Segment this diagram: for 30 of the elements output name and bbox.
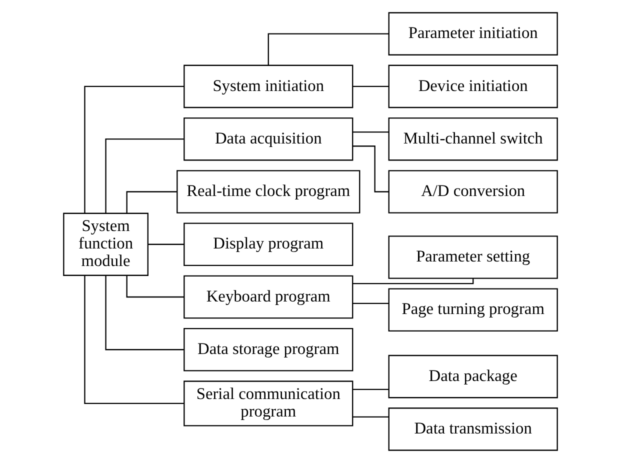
connector [352,302,388,304]
node-box: System function module [62,212,148,276]
connector [126,276,184,298]
connector [352,86,388,88]
node-box: System initiation [183,64,353,108]
connector [148,244,184,245]
connector [126,191,176,214]
node-box: Real-time clock program [176,170,360,214]
connector [104,275,184,350]
node-box: Multi-channel switch [388,117,558,161]
connector [104,138,184,214]
node-box: Serial communication program [183,380,353,426]
node-box: Page turning program [388,288,558,332]
node-box: Parameter initiation [388,12,558,56]
connector [84,275,184,404]
node-box: Data storage program [183,328,353,372]
node-box: Parameter setting [388,236,558,279]
connector [267,33,388,66]
node-box: Device initiation [388,64,558,108]
node-box: A/D conversion [388,170,558,214]
node-box: Data package [388,354,558,398]
connector [84,86,184,214]
node-box: Keyboard program [183,275,353,319]
node-box: Display program [183,222,353,266]
connector [352,416,388,418]
node-box: Data transmission [388,408,558,451]
connector [352,131,388,133]
connector [352,278,474,284]
connector [352,388,388,390]
node-box: Data acquisition [183,117,353,161]
